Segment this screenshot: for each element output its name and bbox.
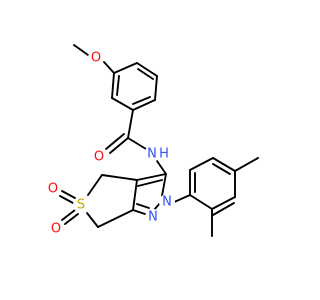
bond-s-o-top-1 (61, 190, 76, 199)
atom-o-carbonyl: O (91, 149, 107, 165)
bond-n1-n2 (153, 202, 161, 211)
atom-o-sulfone-top-label: O (48, 182, 58, 197)
atom-n-pyrazole-2-label: N (162, 195, 172, 210)
bond-methyl-para (234, 157, 259, 172)
bond-ring1-b (136, 62, 158, 77)
molecule-canvas: O O N H N N S O O (45, 44, 259, 237)
bond-c-n (127, 137, 147, 150)
bond-c6a-ch2 (97, 209, 134, 228)
bond-ring1-a (113, 62, 138, 74)
bond-ring2-d-inner (212, 163, 231, 175)
bond-ring1-d-inner (132, 96, 151, 105)
bond-methyl-o (73, 44, 89, 56)
atom-n-pyrazole-2: N (159, 194, 175, 210)
atom-o-carbonyl-label: O (94, 150, 104, 165)
bond-ring2-b (211, 196, 236, 210)
bond-ring1-e (111, 97, 134, 111)
bond-s-o-bottom-1 (61, 209, 76, 221)
atom-n-amide-label: N (147, 147, 157, 162)
bond-s-o-top-2 (59, 195, 74, 204)
bond-ring2-d (212, 157, 236, 172)
bond-ring-carbonyl (127, 109, 134, 139)
atom-o-sulfone-top: O (45, 181, 61, 197)
bond-ring2-a (189, 194, 213, 210)
bond-ring1-c (154, 75, 158, 101)
bond-c6a-n1-2 (136, 203, 150, 209)
bond-s-o-bottom-2 (64, 213, 79, 225)
atom-o-methoxy: O (88, 50, 104, 66)
atom-n-pyrazole-1-label: N (148, 210, 158, 225)
atom-s-sulfone-label: S (77, 198, 85, 213)
bond-n2-aryl (171, 194, 191, 204)
bond-c3-c3a-2 (137, 179, 163, 187)
bond-c3-n2 (161, 173, 167, 197)
bond-c3a-c6a (132, 179, 138, 211)
atom-o-sulfone-bottom: O (48, 221, 64, 237)
bond-ring1-f (111, 72, 115, 99)
bond-c3-c3a-1 (136, 173, 167, 181)
atom-s-sulfone: S (73, 197, 89, 213)
atom-o-methoxy-label: O (91, 51, 101, 66)
bond-c-o-1 (109, 137, 129, 154)
bond-c-o-2 (105, 133, 125, 150)
bond-ring1-f-inner (116, 75, 120, 96)
bond-ring2-e (189, 157, 214, 171)
atom-h-amide-label: H (159, 147, 169, 162)
bond-ring1-b-inner (137, 68, 154, 80)
atom-nh-amide: N H (144, 146, 169, 162)
atom-n-pyrazole-1: N (145, 209, 161, 225)
bond-ring1-d (132, 99, 156, 111)
structure-diagram: O O N H N N S O O (45, 44, 259, 237)
bond-o-ring (103, 61, 115, 74)
bond-ch2-s-top (87, 174, 103, 196)
bond-ch2-s-bottom (86, 212, 99, 228)
bond-ring2-b-inner (212, 202, 235, 216)
atom-o-sulfone-bottom-label: O (51, 222, 61, 237)
bond-c6a-n1-1 (132, 209, 149, 216)
bond-c3a-ch2 (101, 174, 138, 181)
bond-n-c3 (156, 160, 167, 175)
